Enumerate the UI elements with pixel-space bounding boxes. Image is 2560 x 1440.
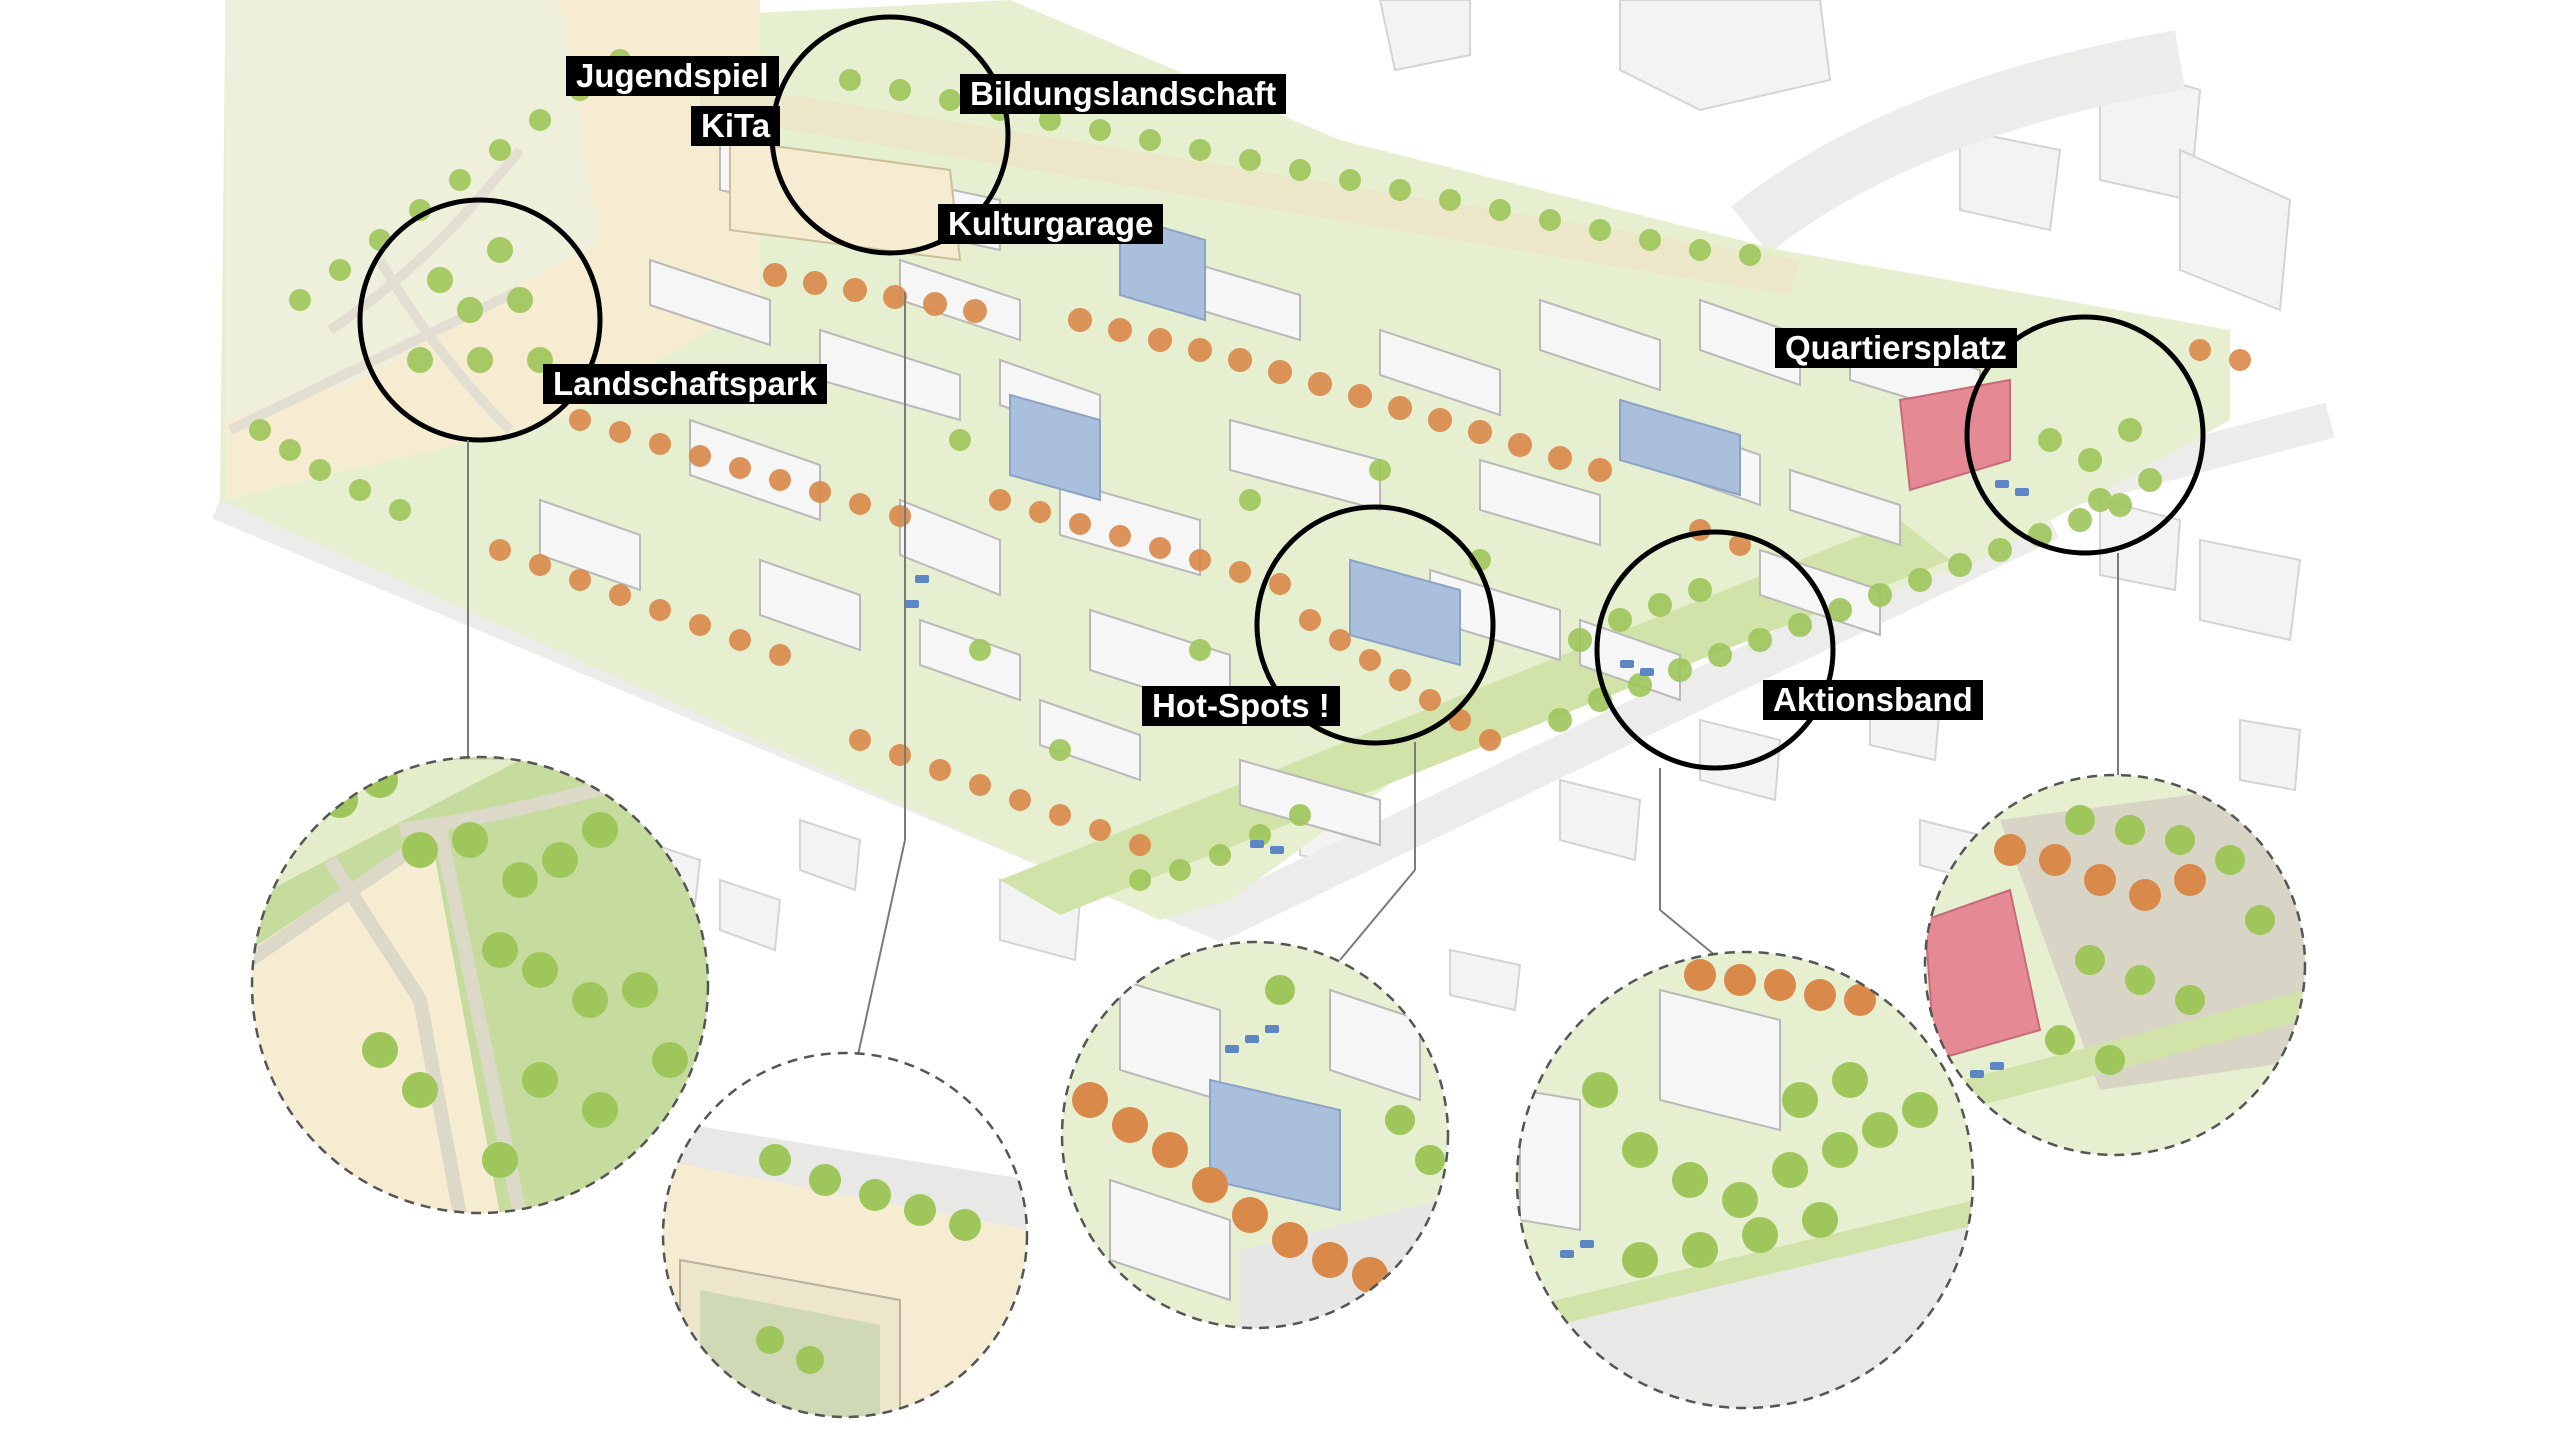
detail-circle-quartiersplatz xyxy=(1923,773,2307,1157)
highlight-circle-landschaftspark xyxy=(357,197,603,443)
leader-lines xyxy=(467,292,2119,1056)
highlight-circle-aktionsband xyxy=(1594,529,1836,771)
action-band xyxy=(1000,520,1950,915)
highlight-circles xyxy=(357,14,2206,771)
label-bildungslandschaft: Bildungslandschaft xyxy=(960,74,1287,114)
label-quartiersplatz: Quartiersplatz xyxy=(1775,328,2017,368)
label-kita: KiTa xyxy=(691,106,781,146)
parked-cars xyxy=(905,480,2029,854)
label-hotspots: Hot-Spots ! xyxy=(1142,686,1340,726)
kita-building xyxy=(729,138,962,262)
label-kulturgarage: Kulturgarage xyxy=(938,204,1164,244)
highlight-circle-quartiersplatz xyxy=(1964,314,2206,556)
label-jugendspiel: Jugendspiel xyxy=(566,56,779,96)
detail-circle-bildungslandschaft xyxy=(661,1051,1029,1419)
label-landschaftspark: Landschaftspark xyxy=(543,364,828,404)
autumn-tree-rows xyxy=(489,263,2251,856)
highlight-circle-hotspots xyxy=(1254,504,1496,746)
detail-circle-aktionsband xyxy=(1515,950,1975,1410)
label-aktionsband: Aktionsband xyxy=(1763,680,1983,720)
detail-circle-landschaftspark xyxy=(250,755,710,1215)
quartiersplatz-building xyxy=(1898,378,2011,492)
detail-circle-hotspots xyxy=(1060,940,1450,1330)
hotspot-building xyxy=(1349,558,1461,667)
